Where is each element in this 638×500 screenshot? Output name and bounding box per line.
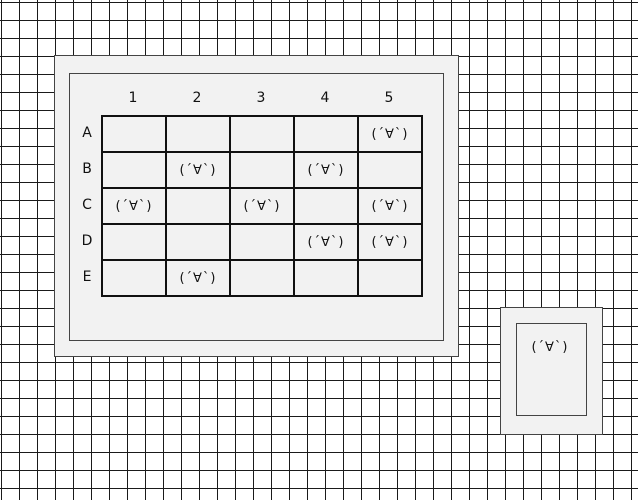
row-label: D	[81, 233, 93, 249]
column-label: 1	[128, 90, 138, 106]
grid-cell[interactable]: (´∀`)	[357, 223, 423, 261]
grid-cell[interactable]	[101, 259, 167, 297]
grid-cell[interactable]	[229, 151, 295, 189]
grid-cell[interactable]: (´∀`)	[101, 187, 167, 225]
column-label: 4	[320, 90, 330, 106]
grid-cell[interactable]	[229, 115, 295, 153]
grid-cell[interactable]: (´∀`)	[357, 115, 423, 153]
column-label: 3	[256, 90, 266, 106]
grid-row: (´∀`)	[101, 115, 423, 153]
grid-row: (´∀`) (´∀`)	[101, 151, 423, 189]
grid-cell[interactable]	[293, 259, 359, 297]
row-label: B	[82, 161, 92, 177]
main-board-frame	[69, 73, 444, 341]
grid-cell[interactable]	[165, 115, 231, 153]
grid-cell[interactable]	[101, 223, 167, 261]
grid-cell[interactable]: (´∀`)	[165, 259, 231, 297]
grid-row: (´∀`) (´∀`) (´∀`)	[101, 187, 423, 225]
grid-cell[interactable]: (´∀`)	[357, 187, 423, 225]
grid-cell[interactable]: (´∀`)	[229, 187, 295, 225]
game-grid: (´∀`) (´∀`) (´∀`) (´∀`) (´∀`) (´∀`) (´∀`…	[101, 115, 423, 297]
column-label: 5	[384, 90, 394, 106]
side-panel-face: (´∀`)	[531, 340, 569, 355]
grid-row: (´∀`)	[101, 259, 423, 297]
grid-cell[interactable]	[229, 259, 295, 297]
grid-cell[interactable]: (´∀`)	[293, 151, 359, 189]
row-label: A	[82, 125, 92, 141]
row-label: E	[82, 269, 92, 285]
column-label: 2	[192, 90, 202, 106]
grid-cell[interactable]: (´∀`)	[165, 151, 231, 189]
grid-cell[interactable]	[293, 187, 359, 225]
grid-cell[interactable]	[101, 115, 167, 153]
grid-cell[interactable]	[229, 223, 295, 261]
grid-cell[interactable]	[101, 151, 167, 189]
side-panel-frame	[516, 323, 587, 416]
grid-cell[interactable]	[293, 115, 359, 153]
grid-row: (´∀`) (´∀`)	[101, 223, 423, 261]
row-label: C	[82, 197, 92, 213]
grid-cell[interactable]	[357, 259, 423, 297]
grid-cell[interactable]: (´∀`)	[293, 223, 359, 261]
grid-cell[interactable]	[357, 151, 423, 189]
side-panel	[500, 307, 603, 435]
grid-cell[interactable]	[165, 187, 231, 225]
grid-cell[interactable]	[165, 223, 231, 261]
